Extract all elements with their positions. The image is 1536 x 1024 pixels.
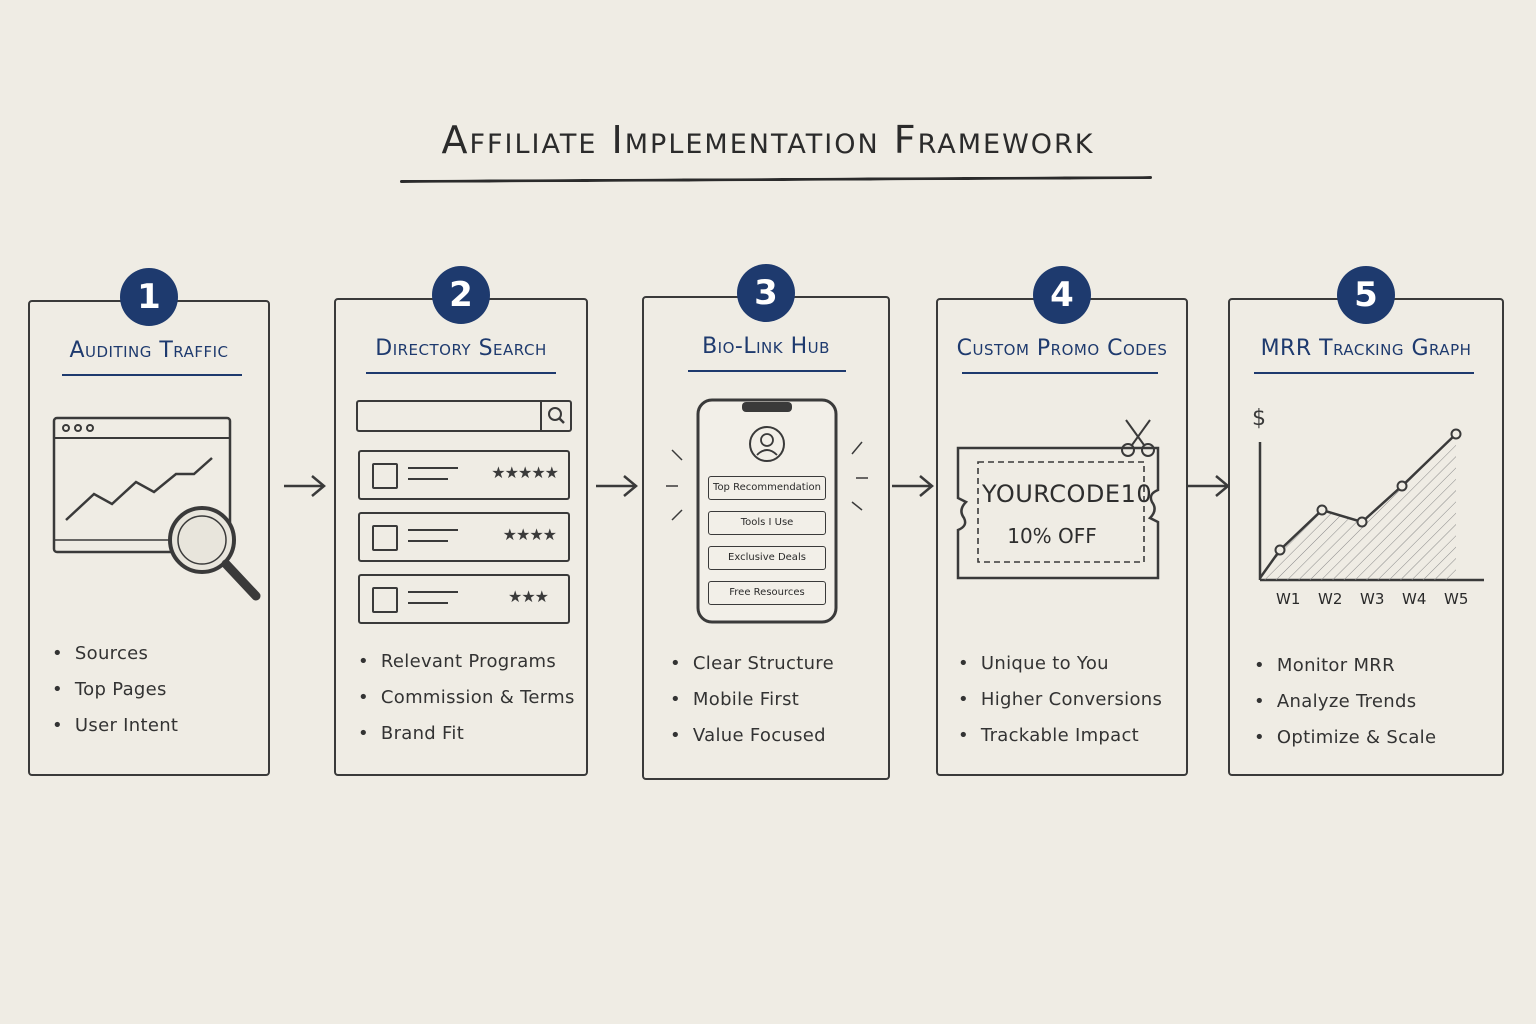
bullet-item: Sources: [52, 636, 178, 672]
star-rating: ★★★★★: [491, 463, 559, 482]
step-2-title-underline: [366, 372, 556, 374]
step-2-panel: 2 Directory Search ★★★★★ ★★★★ ★★★ Releva…: [334, 266, 588, 776]
bullet-item: Commission & Terms: [358, 680, 575, 716]
search-icon: [540, 402, 570, 430]
bullet-item: Brand Fit: [358, 716, 575, 752]
listing-thumbnail: [372, 525, 398, 551]
bullet-item: Optimize & Scale: [1254, 720, 1436, 756]
coupon-icon: [956, 419, 1160, 580]
y-axis-label: $: [1252, 406, 1266, 431]
directory-listing: ★★★★★: [358, 450, 570, 500]
x-tick-label: W5: [1444, 590, 1469, 608]
step-3-title-underline: [688, 370, 846, 372]
bio-link-button: Free Resources: [708, 581, 826, 605]
bullet-item: Mobile First: [670, 682, 834, 718]
listing-thumbnail: [372, 587, 398, 613]
step-4-title: Custom Promo Codes: [956, 336, 1168, 361]
x-tick-label: W1: [1276, 590, 1301, 608]
step-4-title-underline: [962, 372, 1158, 374]
step-4-panel: 4 Custom Promo Codes YOURCODE10 10% OFF …: [936, 266, 1188, 776]
promo-code: YOURCODE10: [982, 480, 1153, 508]
step-4-bullets: Unique to You Higher Conversions Trackab…: [958, 646, 1162, 754]
scissors-icon: [1121, 419, 1155, 457]
avatar-icon: [749, 426, 785, 462]
step-1-badge: 1: [120, 268, 178, 326]
bullet-item: Trackable Impact: [958, 718, 1162, 754]
magnifier-icon: [168, 506, 261, 601]
x-axis-labels: W1 W2 W3 W4 W5: [1276, 590, 1468, 610]
step-5-title: MRR Tracking Graph: [1260, 336, 1472, 361]
step-2-title: Directory Search: [375, 336, 547, 361]
star-rating: ★★★: [507, 587, 549, 606]
title-underline: [399, 176, 1153, 183]
star-rating: ★★★★: [502, 525, 557, 544]
bullet-item: Analyze Trends: [1254, 684, 1436, 720]
bullet-item: Top Pages: [52, 672, 178, 708]
diagram-title: Affiliate Implementation Framework: [441, 118, 1095, 162]
mrr-line-chart: [1258, 428, 1484, 582]
bullet-item: Clear Structure: [670, 646, 834, 682]
mrr-point: [1396, 480, 1408, 492]
step-3-title: Bio-Link Hub: [702, 334, 830, 359]
directory-listing: ★★★★: [358, 512, 570, 562]
bullet-item: Unique to You: [958, 646, 1162, 682]
listing-thumbnail: [372, 463, 398, 489]
mrr-point: [1274, 544, 1286, 556]
step-5-title-underline: [1254, 372, 1474, 374]
x-tick-label: W2: [1318, 590, 1343, 608]
bullet-item: Monitor MRR: [1254, 648, 1436, 684]
step-3-badge: 3: [737, 264, 795, 322]
promo-discount: 10% OFF: [1007, 524, 1097, 548]
bullet-item: Value Focused: [670, 718, 834, 754]
bio-link-button: Tools I Use: [708, 511, 826, 535]
mrr-point: [1316, 504, 1328, 516]
directory-search-bar: [356, 400, 572, 432]
x-tick-label: W3: [1360, 590, 1385, 608]
bio-link-button: Top Recommendation: [708, 476, 826, 500]
step-1-title-underline: [62, 374, 242, 376]
arrow-right-icon: [892, 475, 934, 497]
step-2-badge: 2: [432, 266, 490, 324]
x-tick-label: W4: [1402, 590, 1427, 608]
browser-window-icon: [52, 416, 261, 601]
mrr-point: [1450, 428, 1462, 440]
step-5-badge: 5: [1337, 266, 1395, 324]
arrow-right-icon: [1188, 475, 1230, 497]
step-5-panel: 5 MRR Tracking Graph $ W1 W2 W3 W4 W5 Mo…: [1228, 266, 1504, 776]
mrr-area: [1260, 434, 1456, 580]
step-1-title: Auditing Traffic: [69, 338, 229, 363]
step-2-bullets: Relevant Programs Commission & Terms Bra…: [358, 644, 575, 752]
mrr-point: [1356, 516, 1368, 528]
bullet-item: Relevant Programs: [358, 644, 575, 680]
arrow-right-icon: [284, 475, 326, 497]
step-1-panel: 1 Auditing Traffic Sources Top Pages Use…: [28, 268, 270, 776]
step-5-bullets: Monitor MRR Analyze Trends Optimize & Sc…: [1254, 648, 1436, 756]
bullet-item: User Intent: [52, 708, 178, 744]
trend-line-icon: [65, 457, 213, 521]
bullet-item: Higher Conversions: [958, 682, 1162, 718]
step-1-bullets: Sources Top Pages User Intent: [52, 636, 178, 744]
step-3-panel: 3 Bio-Link Hub Top Recommendation Tools …: [642, 264, 890, 780]
bio-link-button: Exclusive Deals: [708, 546, 826, 570]
directory-listing: ★★★: [358, 574, 570, 624]
arrow-right-icon: [596, 475, 638, 497]
mrr-line: [1258, 433, 1457, 579]
step-4-badge: 4: [1033, 266, 1091, 324]
step-3-bullets: Clear Structure Mobile First Value Focus…: [670, 646, 834, 754]
